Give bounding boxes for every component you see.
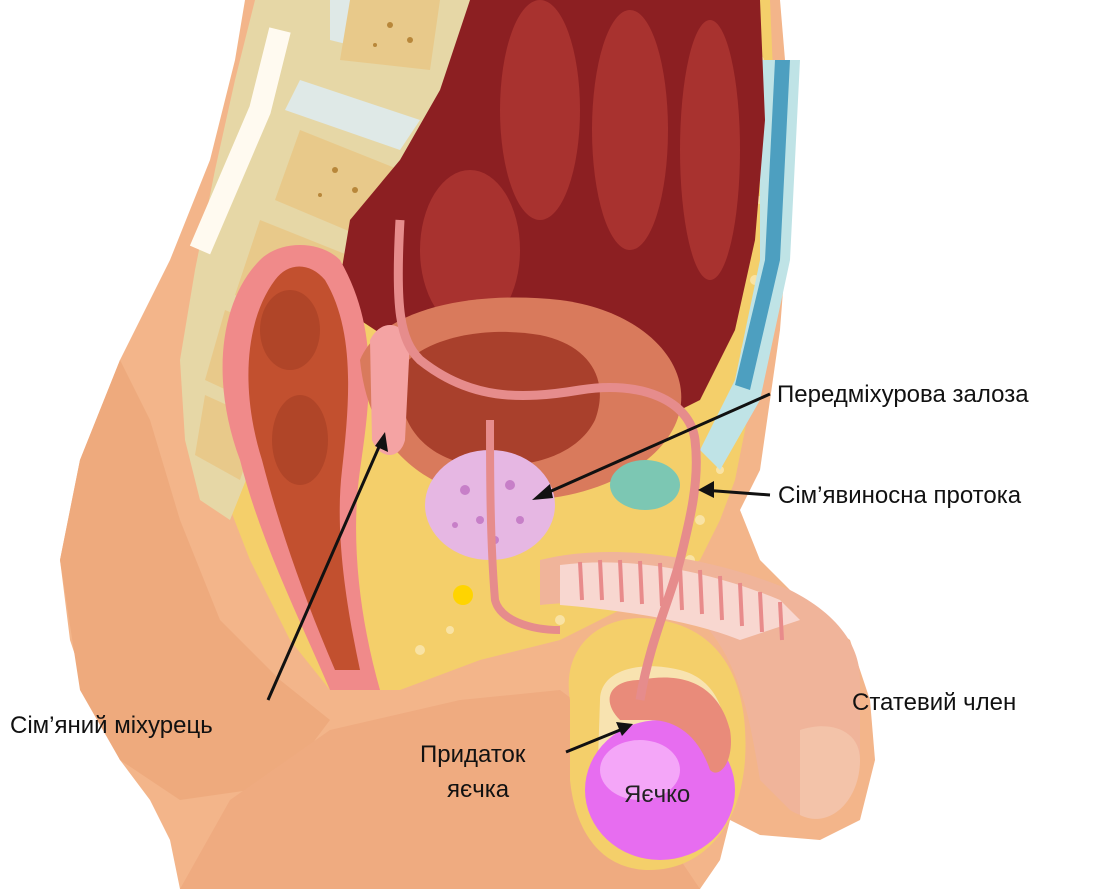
label-prostate: Передміхурова залоза — [777, 381, 1029, 408]
label-seminal-vesicle: Сім’яний міхурець — [10, 712, 213, 739]
label-penis: Статевий член — [852, 689, 1016, 716]
label-vas-deferens: Сім’явиносна протока — [778, 482, 1022, 509]
label-epididymis-line2: яєчка — [447, 776, 510, 803]
bulbourethral-gland — [453, 585, 473, 605]
label-testis: Яєчко — [624, 781, 690, 808]
pubic-bone — [610, 460, 680, 510]
label-epididymis-line1: Придаток — [420, 741, 526, 768]
